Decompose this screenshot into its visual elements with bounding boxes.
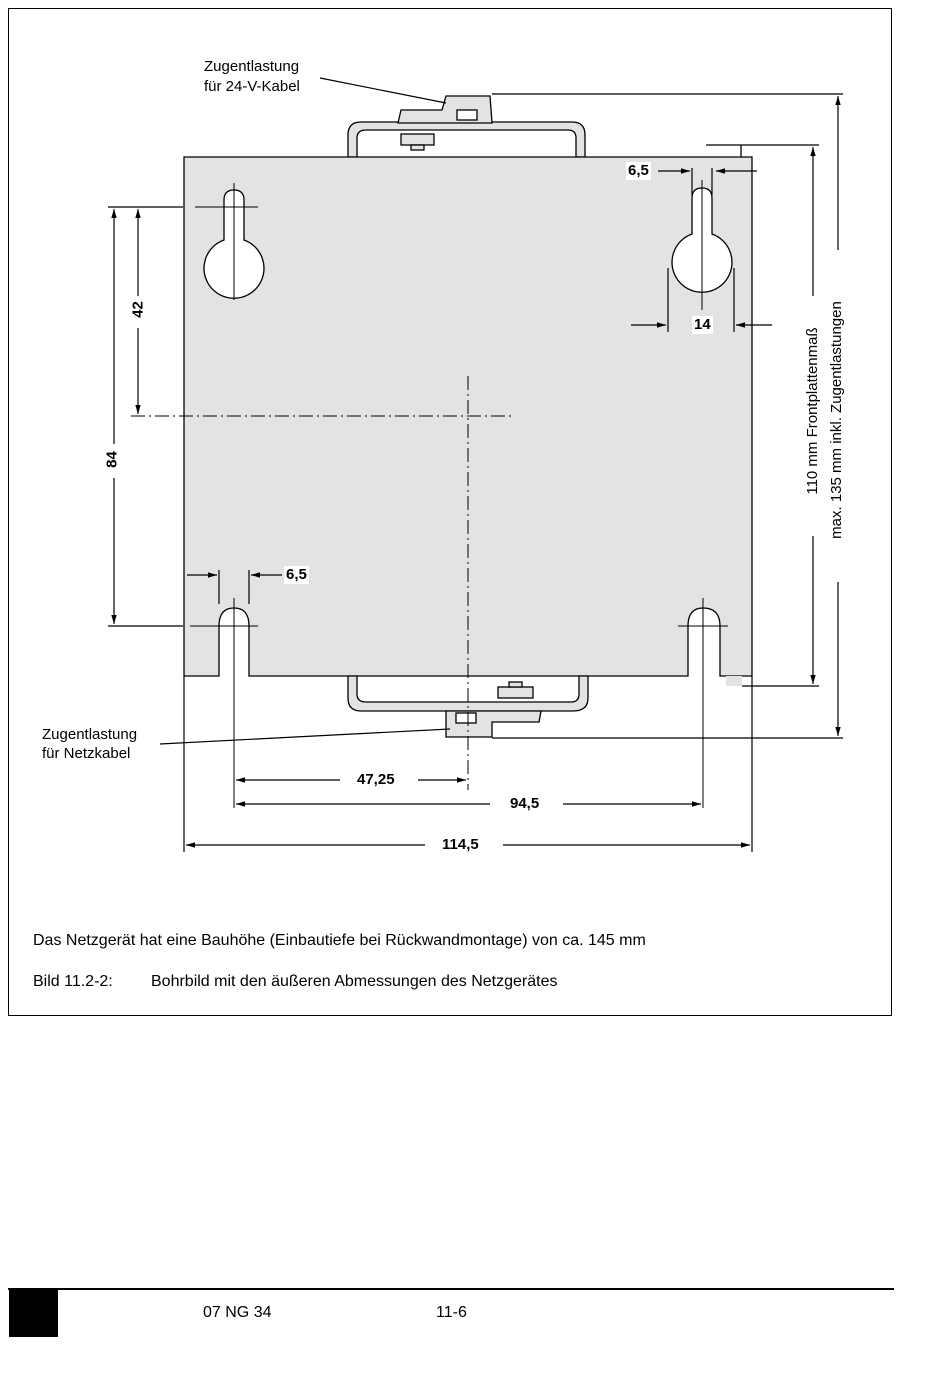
bottom-strain-relief-label-line2: für Netzkabel — [42, 745, 131, 762]
footer-page-number: 11-6 — [436, 1304, 467, 1321]
figure-title: Bohrbild mit den äußeren Abmessungen des… — [151, 973, 558, 990]
top-strain-relief-label-line1: Zugentlastung — [204, 58, 300, 75]
footer-rule — [8, 1288, 894, 1290]
dim-47-25: 47,25 — [355, 771, 397, 789]
top-strain-relief-label-line2: für 24-V-Kabel — [204, 78, 300, 95]
dim-42: 42 — [129, 301, 147, 318]
top-strain-relief — [347, 95, 586, 158]
bottom-strain-relief — [347, 675, 742, 738]
dim-94-5: 94,5 — [508, 795, 542, 813]
dim-114-5: 114,5 — [440, 836, 481, 854]
front-panel-dimension-text: 110 mm Frontplattenmaß — [804, 327, 821, 495]
max-dimension-text: max. 135 mm inkl. Zugentlastungen — [828, 301, 845, 539]
height-note: Das Netzgerät hat eine Bauhöhe (Einbauti… — [33, 932, 646, 949]
dim-84: 84 — [103, 451, 121, 468]
footer-black-block — [9, 1290, 58, 1337]
dim-hole-width-top: 6,5 — [626, 162, 651, 180]
figure-frame — [8, 8, 892, 1016]
figure-number: Bild 11.2-2: — [33, 973, 113, 990]
dim-keyhole-diameter: 14 — [692, 316, 713, 334]
dim-hole-width-bottom: 6,5 — [284, 566, 309, 584]
footer-doc-id: 07 NG 34 — [203, 1304, 272, 1321]
bottom-strain-relief-label-line1: Zugentlastung — [42, 726, 138, 743]
